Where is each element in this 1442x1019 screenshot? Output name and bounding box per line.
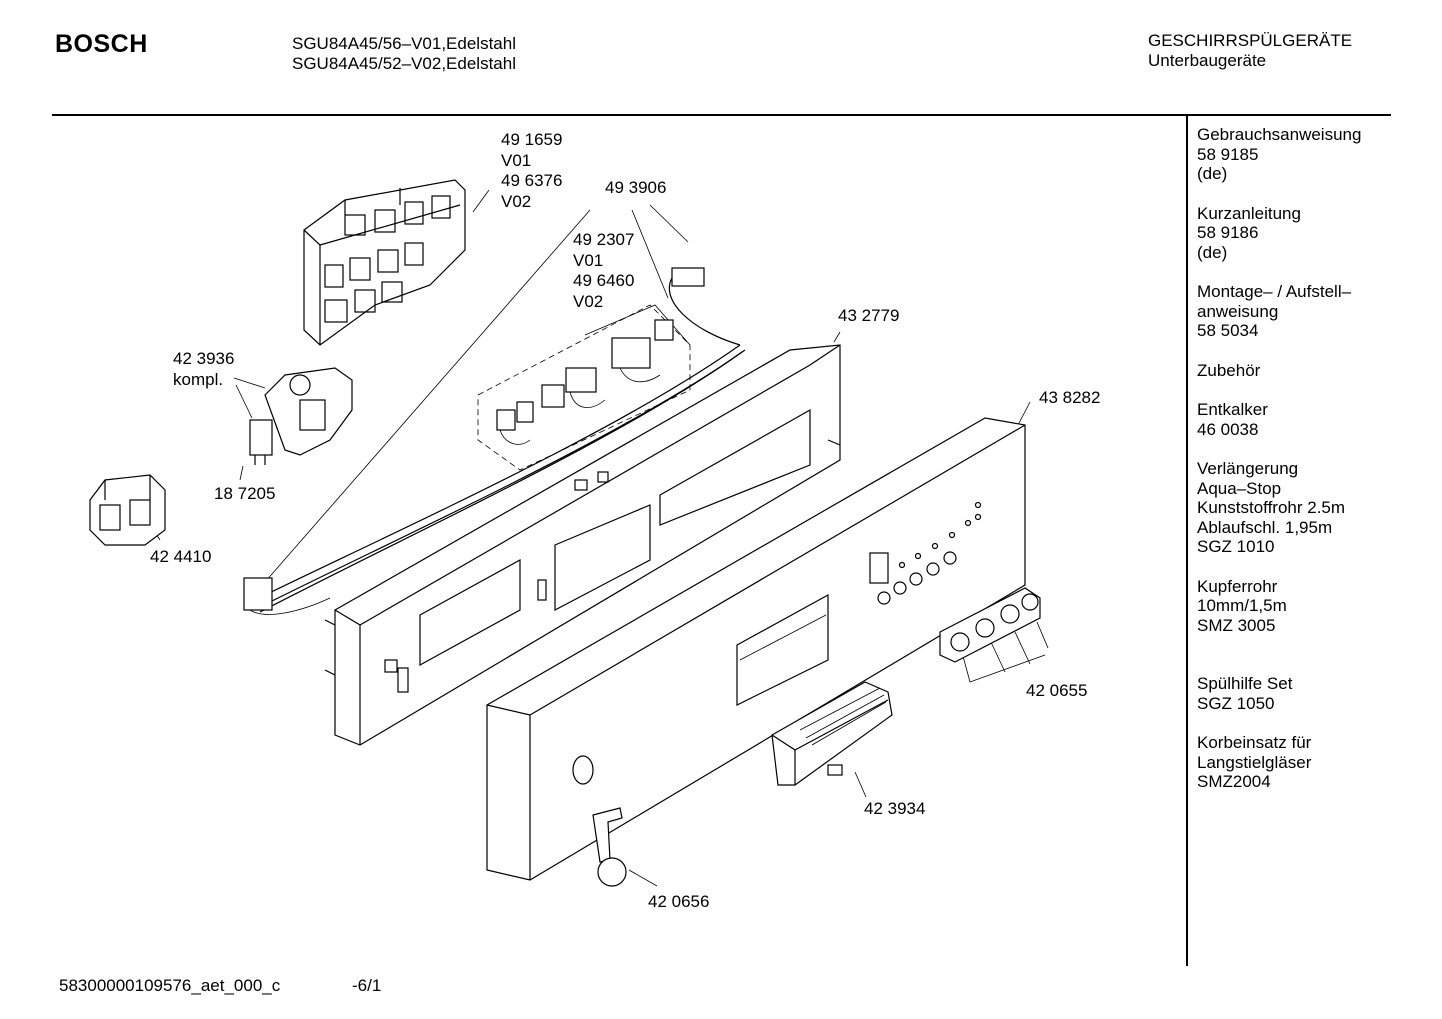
part-label: 43 8282 [1039, 388, 1101, 407]
sidebar-group-accessories: Zubehör [1197, 360, 1261, 380]
sidebar-group-extension: Verlängerung Aqua–Stop Kunststoffrohr 2.… [1197, 459, 1346, 556]
sidebar-group-descaler: Entkalker 46 0038 [1197, 400, 1268, 439]
part-label: 18 7205 [214, 484, 276, 503]
sidebar-divider [1186, 116, 1188, 966]
brand-logo: BOSCH [55, 30, 148, 58]
leader-lines [139, 189, 1049, 887]
model-line: SGU84A45/56–V01,Edelstahl [292, 34, 516, 53]
knob-part [592, 807, 627, 887]
part-label: 49 3906 [605, 178, 667, 197]
page-number: -6/1 [352, 976, 382, 995]
inner-panel-frame-part [324, 344, 841, 746]
handle-grip-part [771, 681, 893, 786]
part-label: 42 0655 [1026, 681, 1088, 700]
model-list: SGU84A45/56–V01,Edelstahl SGU84A45/52–V0… [292, 34, 516, 74]
header-divider [52, 114, 1391, 116]
sidebar-group-user-manual: Gebrauchsanweisung 58 9185 (de) [1197, 125, 1362, 183]
sidebar-group-glass-basket: Korbeinsatz für Langstielgläser SMZ2004 [1197, 733, 1312, 791]
document-id: 58300000109576_aet_000_c [59, 976, 281, 995]
category-line: Unterbaugeräte [1148, 51, 1267, 70]
wire-harness-part [243, 267, 746, 615]
model-line: SGU84A45/52–V02,Edelstahl [292, 54, 516, 73]
sidebar-group-rinse-aid: Spülhilfe Set SGZ 1050 [1197, 674, 1293, 713]
sidebar-group-installation: Montage– / Aufstell– anweisung 58 5034 [1197, 282, 1352, 340]
part-label: 42 0656 [648, 892, 710, 911]
control-module-part [303, 179, 466, 346]
part-label: 49 1659 V01 49 6376 V02 [501, 130, 563, 211]
part-label: 43 2779 [838, 306, 900, 325]
category-line: GESCHIRRSPÜLGERÄTE [1148, 31, 1353, 50]
relay-block-part [89, 474, 166, 546]
part-label: 42 3936 kompl. [173, 349, 235, 389]
front-fascia-part [486, 417, 1026, 881]
part-label: 42 3934 [864, 799, 926, 818]
part-label: 49 2307 V01 49 6460 V02 [573, 230, 635, 311]
valve-assembly-part [249, 367, 353, 465]
accessories-sidebar: Gebrauchsanweisung 58 9185 (de) Kurzanle… [1197, 125, 1387, 812]
appliance-category: GESCHIRRSPÜLGERÄTE Unterbaugeräte [1148, 31, 1352, 71]
sidebar-group-quick-guide: Kurzanleitung 58 9186 (de) [1197, 203, 1301, 262]
button-strip-part [939, 587, 1041, 663]
part-label: 42 4410 [150, 547, 212, 566]
sidebar-group-copper-pipe: Kupferrohr 10mm/1,5m SMZ 3005 [1197, 576, 1287, 635]
